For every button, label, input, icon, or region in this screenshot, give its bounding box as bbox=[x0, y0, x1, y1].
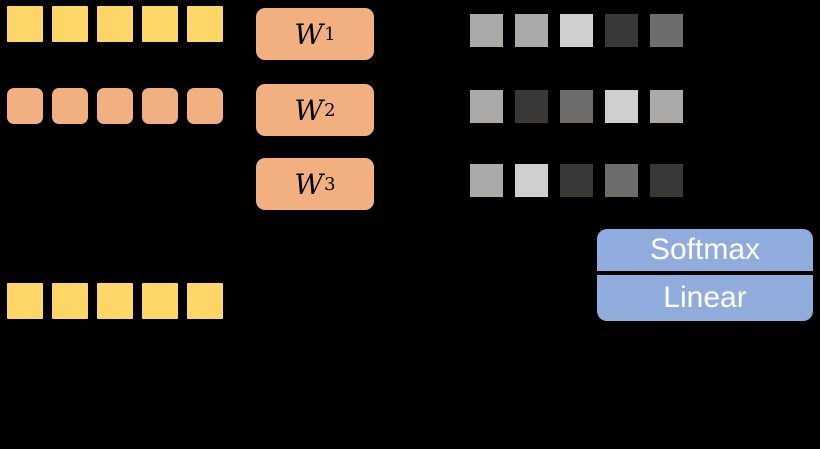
token-square[interactable] bbox=[142, 6, 178, 42]
activation-cell[interactable] bbox=[605, 90, 638, 123]
token-square[interactable] bbox=[187, 6, 223, 42]
token-square[interactable] bbox=[97, 6, 133, 42]
activation-cell[interactable] bbox=[605, 164, 638, 197]
output-head-stack: Softmax Linear bbox=[597, 229, 813, 321]
linear-label: Linear bbox=[663, 281, 747, 314]
softmax-block[interactable]: Softmax bbox=[597, 229, 813, 271]
token-square[interactable] bbox=[52, 88, 88, 124]
token-square[interactable] bbox=[97, 283, 133, 319]
activation-cell[interactable] bbox=[470, 164, 503, 197]
softmax-label: Softmax bbox=[649, 233, 761, 266]
activation-cell[interactable] bbox=[650, 14, 683, 47]
token-square[interactable] bbox=[52, 283, 88, 319]
token-square[interactable] bbox=[187, 283, 223, 319]
linear-block[interactable]: Linear bbox=[597, 275, 813, 321]
activation-cell[interactable] bbox=[605, 14, 638, 47]
weight-matrix-base-label: W bbox=[294, 167, 324, 201]
activation-cell[interactable] bbox=[470, 14, 503, 47]
token-square[interactable] bbox=[7, 283, 43, 319]
activation-cell[interactable] bbox=[560, 14, 593, 47]
activation-cell[interactable] bbox=[515, 14, 548, 47]
activation-cell[interactable] bbox=[515, 164, 548, 197]
token-square[interactable] bbox=[97, 88, 133, 124]
weight-matrix-subscript-label: 1 bbox=[324, 23, 336, 45]
output-token-row-bottom bbox=[7, 283, 223, 319]
activation-cell[interactable] bbox=[515, 90, 548, 123]
projected-token-row bbox=[7, 88, 223, 124]
activation-cell[interactable] bbox=[650, 164, 683, 197]
input-token-row-top bbox=[7, 6, 223, 42]
token-square[interactable] bbox=[142, 88, 178, 124]
token-square[interactable] bbox=[187, 88, 223, 124]
weight-matrix-subscript-label: 3 bbox=[324, 173, 336, 195]
activation-cell[interactable] bbox=[560, 164, 593, 197]
activation-cell[interactable] bbox=[470, 90, 503, 123]
activation-row-2 bbox=[470, 90, 683, 123]
token-square[interactable] bbox=[142, 283, 178, 319]
token-square[interactable] bbox=[52, 6, 88, 42]
token-square[interactable] bbox=[7, 6, 43, 42]
activation-row-1 bbox=[470, 14, 683, 47]
activation-cell[interactable] bbox=[560, 90, 593, 123]
weight-matrix-subscript-label: 2 bbox=[324, 99, 336, 121]
token-square[interactable] bbox=[7, 88, 43, 124]
activation-row-3 bbox=[470, 164, 683, 197]
weight-matrix-base-label: W bbox=[294, 17, 324, 51]
activation-cell[interactable] bbox=[650, 90, 683, 123]
weight-matrix-base-label: W bbox=[294, 93, 324, 127]
